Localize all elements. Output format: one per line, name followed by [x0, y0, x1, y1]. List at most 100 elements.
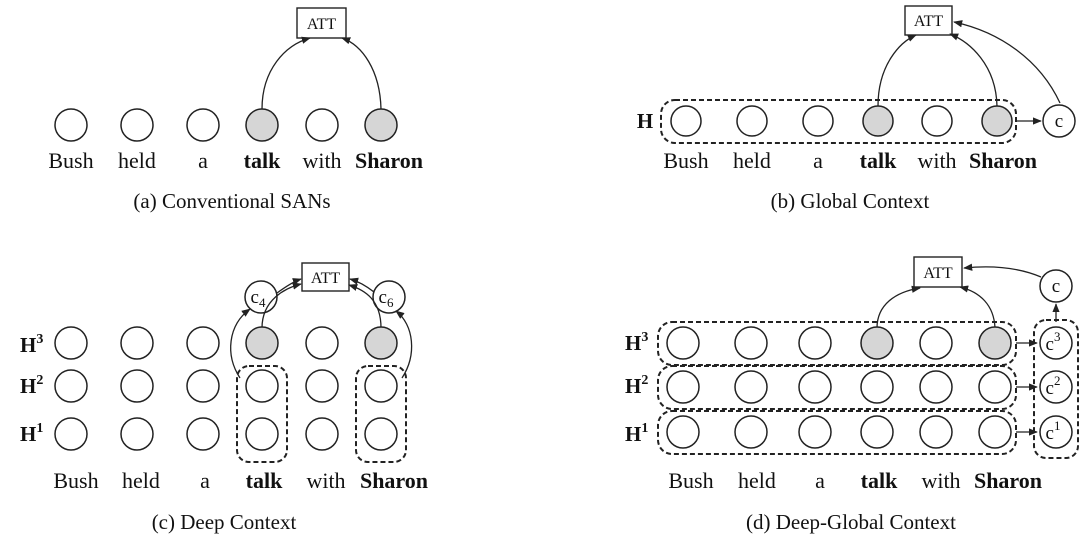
layer-h3-box: [657, 321, 1017, 366]
node-h1-sharon: [364, 417, 398, 451]
layer-h-box: [660, 99, 1017, 144]
node-h2-talk: [245, 369, 279, 403]
node-h2-a: [186, 369, 220, 403]
layer-label-h1: H1: [20, 421, 43, 446]
layer-h2-box: [657, 365, 1017, 410]
top-context-label-c: c: [1052, 276, 1060, 297]
node-h3-talk-highlighted: [860, 326, 894, 360]
layer-h2-nodes: [666, 370, 1012, 404]
node-h3-with: [305, 326, 339, 360]
word-sharon: Sharon: [969, 148, 1037, 173]
word-held: held: [738, 468, 776, 493]
context-label-c1: c1: [1046, 418, 1061, 444]
context-sub-c4: 4: [259, 295, 266, 310]
edge-c4-att: [276, 278, 302, 294]
node-h1-bush: [54, 417, 88, 451]
word-bush: Bush: [663, 148, 708, 173]
panel-a: ATT Bush held a talk with Sharon (a) Con…: [48, 7, 423, 213]
word-sharon: Sharon: [974, 468, 1042, 493]
node-talk-highlighted: [862, 105, 894, 137]
word-talk: talk: [246, 468, 283, 493]
layer-label-h1: H1: [625, 421, 648, 446]
word-sharon: Sharon: [360, 468, 428, 493]
layer-label-h2: H2: [20, 373, 43, 398]
word-with: with: [921, 468, 960, 493]
word-sharon: Sharon: [355, 148, 423, 173]
node-h1-sharon: [978, 415, 1012, 449]
edge-talk-att-c: [261, 282, 302, 329]
node-h1-bush: [666, 415, 700, 449]
node-talk-highlighted: [245, 108, 279, 142]
node-h3-bush: [666, 326, 700, 360]
att-label-d: ATT: [923, 265, 953, 282]
att-box-a: [296, 7, 347, 39]
context-node-c1: [1039, 415, 1073, 449]
edge-deep-talk-c4: [230, 308, 251, 379]
node-with: [921, 105, 953, 137]
node-h3-a: [186, 326, 220, 360]
word-held: held: [118, 148, 156, 173]
panel-d: ATT c H3 H2 H1: [625, 256, 1079, 534]
att-box-d: [913, 256, 963, 288]
node-h3-bush: [54, 326, 88, 360]
node-h1-a: [798, 415, 832, 449]
edge-sharon-att-c: [348, 283, 382, 329]
context-node-c2: [1039, 370, 1073, 404]
edge-sharon-att-a: [341, 37, 382, 110]
node-h2-sharon: [978, 370, 1012, 404]
layer-label-h3: H3: [20, 332, 43, 357]
layer-label-h3: H3: [625, 330, 648, 355]
att-label-a: ATT: [307, 16, 337, 33]
node-h2-held: [734, 370, 768, 404]
word-bush: Bush: [53, 468, 98, 493]
node-held: [736, 105, 768, 137]
caption-d: (d) Deep-Global Context: [746, 510, 956, 534]
att-label-b: ATT: [914, 13, 944, 30]
node-h3-a: [798, 326, 832, 360]
node-h3-with: [919, 326, 953, 360]
word-bush: Bush: [48, 148, 93, 173]
layer-h1-nodes: [54, 417, 398, 451]
node-h2-with: [305, 369, 339, 403]
node-bush: [54, 108, 88, 142]
context-label-c3: c3: [1046, 329, 1061, 355]
node-h2-talk: [860, 370, 894, 404]
word-with: with: [302, 148, 341, 173]
context-node-c3: [1039, 326, 1073, 360]
word-bush: Bush: [668, 468, 713, 493]
node-h2-with: [919, 370, 953, 404]
word-a: a: [815, 468, 825, 493]
context-label-c: c: [1055, 111, 1063, 132]
edge-c-att-d: [963, 263, 1042, 278]
context-node-c6: [372, 280, 406, 314]
node-bush: [670, 105, 702, 137]
layer-h1-box: [657, 410, 1017, 455]
context-label-c6: c6: [379, 287, 394, 310]
context-node-c: [1042, 104, 1076, 138]
node-h1-a: [186, 417, 220, 451]
edge-talk-att-a: [261, 36, 311, 110]
layer-h2-nodes: [54, 369, 398, 403]
node-h2-a: [798, 370, 832, 404]
node-held: [120, 108, 154, 142]
context-label-c2: c2: [1046, 373, 1061, 399]
node-h2-bush: [666, 370, 700, 404]
node-h1-talk: [245, 417, 279, 451]
node-h2-held: [120, 369, 154, 403]
panel-b: ATT H c Bush held a talk with Sharon (b)…: [637, 5, 1076, 213]
panel-c: ATT c4 c6 H3 H2 H1: [20, 262, 428, 534]
word-held: held: [122, 468, 160, 493]
word-a: a: [198, 148, 208, 173]
word-talk: talk: [244, 148, 281, 173]
layer-h3-nodes: [54, 326, 398, 360]
edge-c-att-b: [953, 20, 1061, 104]
att-box-b: [904, 5, 953, 36]
context-label-c4: c4: [251, 287, 266, 310]
deep-sharon-box: [355, 365, 407, 463]
node-sharon-highlighted: [981, 105, 1013, 137]
word-with: with: [306, 468, 345, 493]
node-a: [802, 105, 834, 137]
word-a: a: [200, 468, 210, 493]
layer-label-h2: H2: [625, 373, 648, 398]
